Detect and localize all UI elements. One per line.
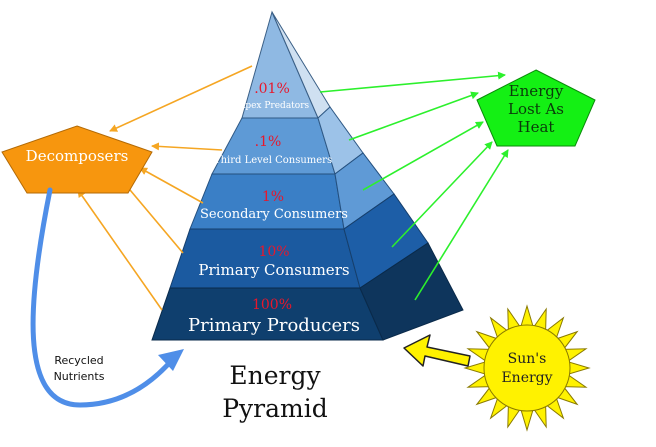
- sun-disc: [483, 324, 571, 412]
- arrow-third-to-decomposers: [151, 142, 223, 151]
- heat-label-line3: Heat: [518, 118, 555, 136]
- side-face-5: [359, 242, 464, 341]
- third-level-label: Third Level Consumers: [214, 155, 332, 166]
- heat-loss-arrows: [319, 71, 509, 301]
- arrow-primary-consumers-to-decomposers: [119, 177, 184, 254]
- pyramid: [151, 10, 464, 341]
- arrow-secondary-to-decomposers: [139, 167, 204, 204]
- primary-producers-percent: 100%: [252, 297, 292, 313]
- heat-shape: [476, 69, 596, 147]
- primary-producers-label: Primary Producers: [188, 315, 360, 336]
- arrow-third-to-heat: [348, 91, 479, 141]
- diagram-title-line2: Pyramid: [222, 394, 328, 423]
- arrow-primary-consumers-to-heat: [391, 141, 493, 248]
- heat-label-line2: Lost As: [508, 100, 564, 118]
- recycled-label-line1: Recycled: [54, 354, 103, 367]
- arrow-secondary-to-heat: [362, 121, 484, 191]
- third-level-percent: .1%: [255, 134, 282, 150]
- sun-energy-arrow: [403, 334, 471, 367]
- arrow-apex-to-decomposers: [109, 65, 253, 132]
- diagram-title-line1: Energy: [229, 361, 321, 390]
- recycled-arrowhead: [158, 349, 184, 371]
- sun: Sun's Energy: [463, 304, 591, 432]
- sun-label-line1: Sun's: [508, 351, 547, 367]
- primary-consumers-percent: 10%: [258, 244, 289, 260]
- apex-percent: .01%: [254, 81, 290, 97]
- arrow-producers-to-heat: [414, 149, 509, 301]
- arrow-producers-to-decomposers: [77, 189, 163, 311]
- decomposers-shape: [1, 125, 153, 194]
- secondary-percent: 1%: [262, 189, 284, 205]
- heat-label-line1: Energy: [509, 82, 564, 100]
- primary-consumers-label: Primary Consumers: [198, 261, 349, 279]
- recycled-label-line2: Nutrients: [54, 370, 105, 383]
- apex-label: Apex Predators: [238, 101, 310, 111]
- secondary-label: Secondary Consumers: [200, 207, 348, 222]
- decomposition-arrows: [77, 65, 253, 311]
- decomposers-label: Decomposers: [26, 147, 129, 165]
- recycled-nutrients-arrow: [30, 187, 175, 408]
- arrow-apex-to-heat: [319, 71, 506, 93]
- sun-label-line2: Energy: [501, 370, 552, 386]
